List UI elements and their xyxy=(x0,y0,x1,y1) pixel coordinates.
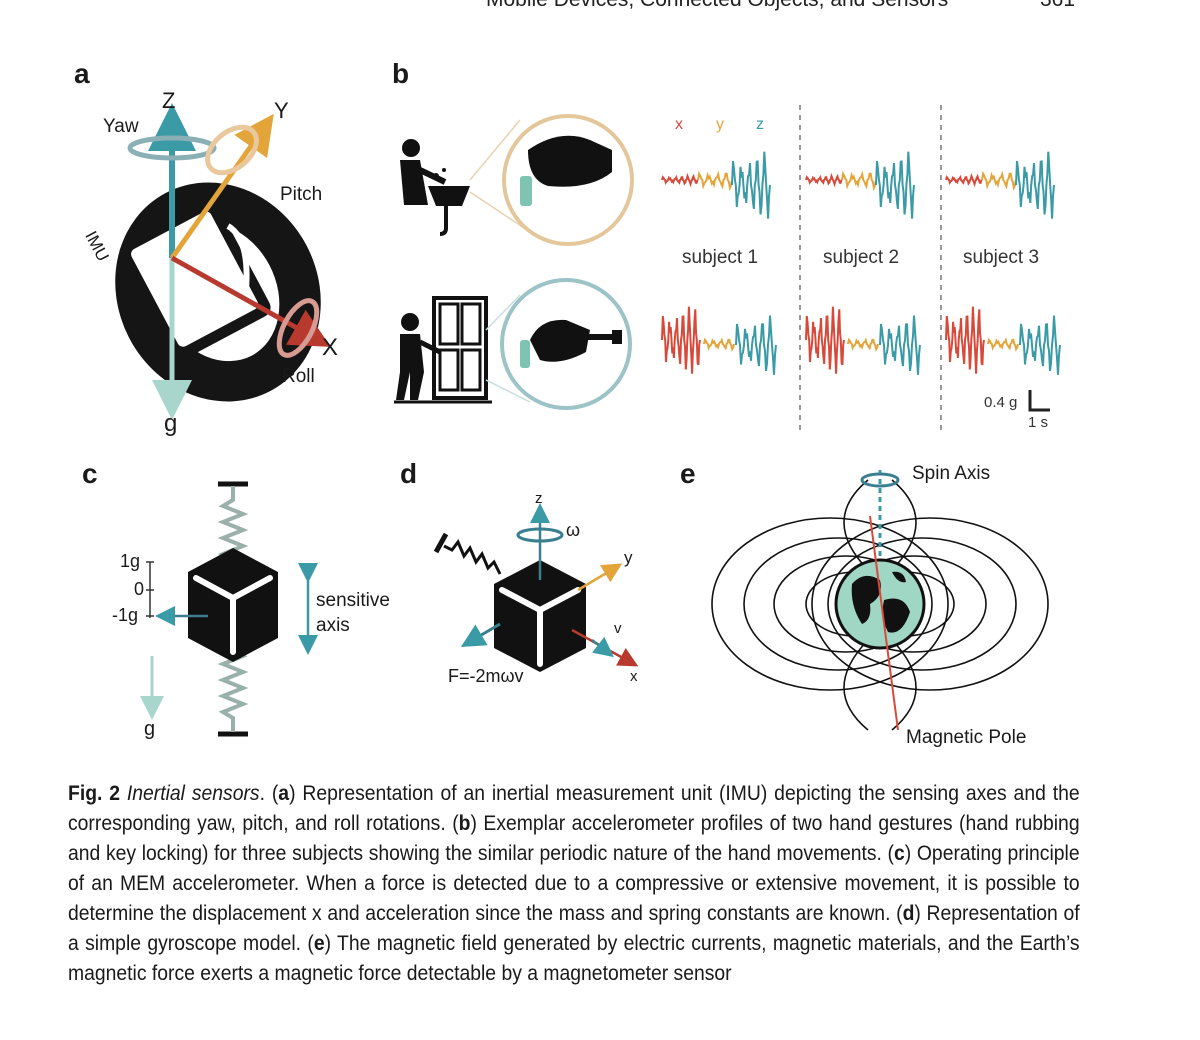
figure-caption: Fig. 2 Inertial sensors. (a) Representat… xyxy=(68,781,1080,985)
trace-key-y xyxy=(987,337,1019,352)
label-0: 0 xyxy=(134,579,145,599)
trace-rub-x xyxy=(945,172,983,188)
trace-rub-z xyxy=(731,151,771,219)
label-axis-z: z xyxy=(756,116,764,133)
caption-text-b: Exemplar accelerometer profiles of two h… xyxy=(68,811,1080,865)
panel-c-accelerometer xyxy=(140,481,318,737)
label-axis: axis xyxy=(316,615,350,636)
label-d-y: y xyxy=(624,548,633,567)
label-spin-axis: Spin Axis xyxy=(912,463,991,484)
trace-rub-z xyxy=(875,151,915,219)
caption-ref-e: e xyxy=(313,931,325,955)
trace-key-x xyxy=(945,306,985,374)
label-subject-3: subject 3 xyxy=(963,247,1040,268)
label-roll: Roll xyxy=(282,366,315,387)
label-c-g: g xyxy=(144,718,156,740)
label-omega: ω xyxy=(566,520,581,540)
trace-key-y xyxy=(703,337,735,352)
trace-key-x xyxy=(805,306,845,374)
running-head-title: Mobile Devices, Connected Objects, and S… xyxy=(486,0,948,11)
caption-ref-b: b xyxy=(458,811,471,835)
label-scale-g: 0.4 g xyxy=(984,394,1018,411)
label-magnetic-pole: Magnetic Pole xyxy=(906,727,1027,748)
trace-rub-y xyxy=(841,170,877,192)
label-pitch: Pitch xyxy=(280,184,323,205)
caption-ref-d: d xyxy=(902,901,915,925)
hand-rubbing-icon xyxy=(400,119,531,236)
panel-a-watch xyxy=(115,182,321,402)
label-subject-2: subject 2 xyxy=(823,247,900,268)
yaw-rotation-icon xyxy=(127,135,217,161)
trace-key-z xyxy=(735,315,777,375)
label-force: F=-2mωv xyxy=(448,666,524,686)
trace-key-z xyxy=(1019,315,1061,375)
caption-fig-label: Fig. 2 xyxy=(68,781,121,805)
panel-letter-b: b xyxy=(392,58,410,89)
figure-graphics xyxy=(115,103,1061,737)
label-v: v xyxy=(614,620,622,637)
panel-letter-d: d xyxy=(400,458,418,489)
caption-text-e: The magnetic field generated by electric… xyxy=(68,931,1080,985)
panel-letter-e: e xyxy=(680,458,696,489)
page-number: 361 xyxy=(1040,0,1075,12)
caption-title: Inertial sensors xyxy=(126,781,260,805)
running-head: Mobile Devices, Connected Objects, and S… xyxy=(486,0,1075,12)
trace-rub-x xyxy=(661,172,699,188)
scale-bar xyxy=(1028,390,1050,412)
earth-globe xyxy=(834,558,926,650)
y-axis-arrow xyxy=(169,113,274,260)
label-yaw: Yaw xyxy=(103,116,139,137)
trace-rub-y xyxy=(981,170,1017,192)
label-scale-t: 1 s xyxy=(1028,414,1049,431)
trace-rub-y xyxy=(697,170,733,192)
key-locking-icon xyxy=(394,294,531,404)
hands-icon xyxy=(528,135,612,187)
caption-ref-c: c xyxy=(894,841,905,865)
label-g: g xyxy=(164,410,178,437)
roll-rotation-icon xyxy=(276,298,320,358)
caption-text-c: Operating principle of an MEM accelerome… xyxy=(68,841,1080,925)
accelerometer-traces xyxy=(661,151,1061,375)
caption-ref-a: a xyxy=(278,781,290,805)
label-y: Y xyxy=(274,98,289,123)
caption-text-a: Representation of an inertial measuremen… xyxy=(68,781,1080,835)
panel-d-gyroscope xyxy=(433,503,639,672)
pitch-rotation-icon xyxy=(205,124,259,176)
label-d-z: z xyxy=(535,490,543,507)
trace-rub-z xyxy=(1015,151,1055,219)
trace-key-y xyxy=(847,337,879,352)
magnetic-axis xyxy=(869,515,899,731)
label-subject-1: subject 1 xyxy=(682,247,759,268)
trace-rub-x xyxy=(805,172,843,188)
caption-text-d: Representation of a simple gyroscope mod… xyxy=(68,901,1080,955)
x-axis-arrow xyxy=(170,255,331,347)
label-axis-y: y xyxy=(716,116,724,133)
label-x: X xyxy=(322,334,339,361)
continents xyxy=(851,571,910,633)
hand-key-icon xyxy=(530,319,590,362)
label-z: Z xyxy=(162,88,176,113)
panel-letter-c: c xyxy=(82,458,98,489)
trace-key-x xyxy=(661,306,701,374)
label-sensitive: sensitive xyxy=(316,590,390,611)
label-axis-x: x xyxy=(675,116,683,133)
trace-key-z xyxy=(879,315,921,375)
label-d-x: x xyxy=(630,668,638,685)
panel-letter-a: a xyxy=(74,58,90,89)
label-minus-1g: -1g xyxy=(112,605,139,625)
label-1g: 1g xyxy=(120,551,141,571)
spin-rotation-icon xyxy=(860,472,900,488)
